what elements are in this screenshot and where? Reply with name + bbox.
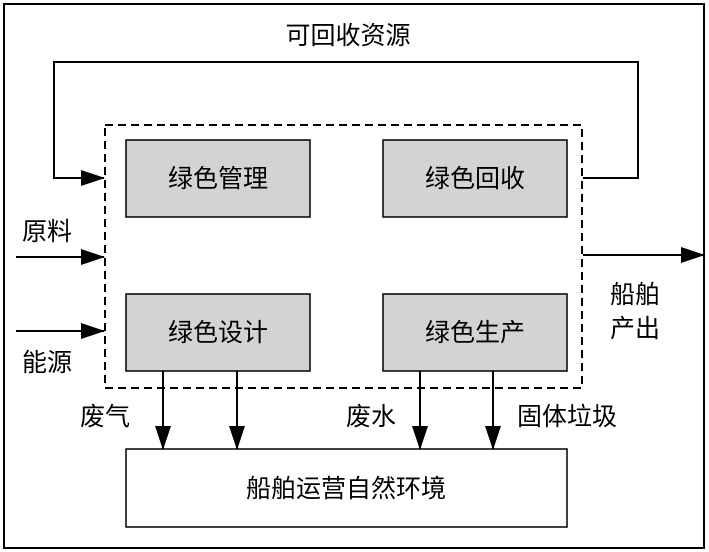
ship-output-label-line1: 船舶 [610,280,660,309]
environment-box [125,448,568,528]
outer-frame [3,3,705,549]
green-recycling-box [382,139,568,218]
green-design-label: 绿色设计 [168,318,268,347]
energy-label: 能源 [22,348,72,377]
exhaust-gas-label: 废气 [80,402,130,431]
green-management-label: 绿色管理 [168,164,268,193]
recycle-loop-line [53,61,639,186]
environment-label: 船舶运营自然环境 [246,474,446,503]
green-management-box [125,139,311,218]
system-boundary-dashed [104,124,583,389]
waste-water-label: 废水 [346,402,396,431]
green-recycling-label: 绿色回收 [425,164,525,193]
recyclable-resources-label: 可回收资源 [285,21,410,50]
ship-output-label-line2: 产出 [610,314,660,343]
green-production-box [382,293,568,372]
green-production-label: 绿色生产 [425,318,525,347]
green-design-box [125,293,311,372]
raw-material-label: 原料 [22,217,72,246]
solid-waste-label: 固体垃圾 [517,402,617,431]
